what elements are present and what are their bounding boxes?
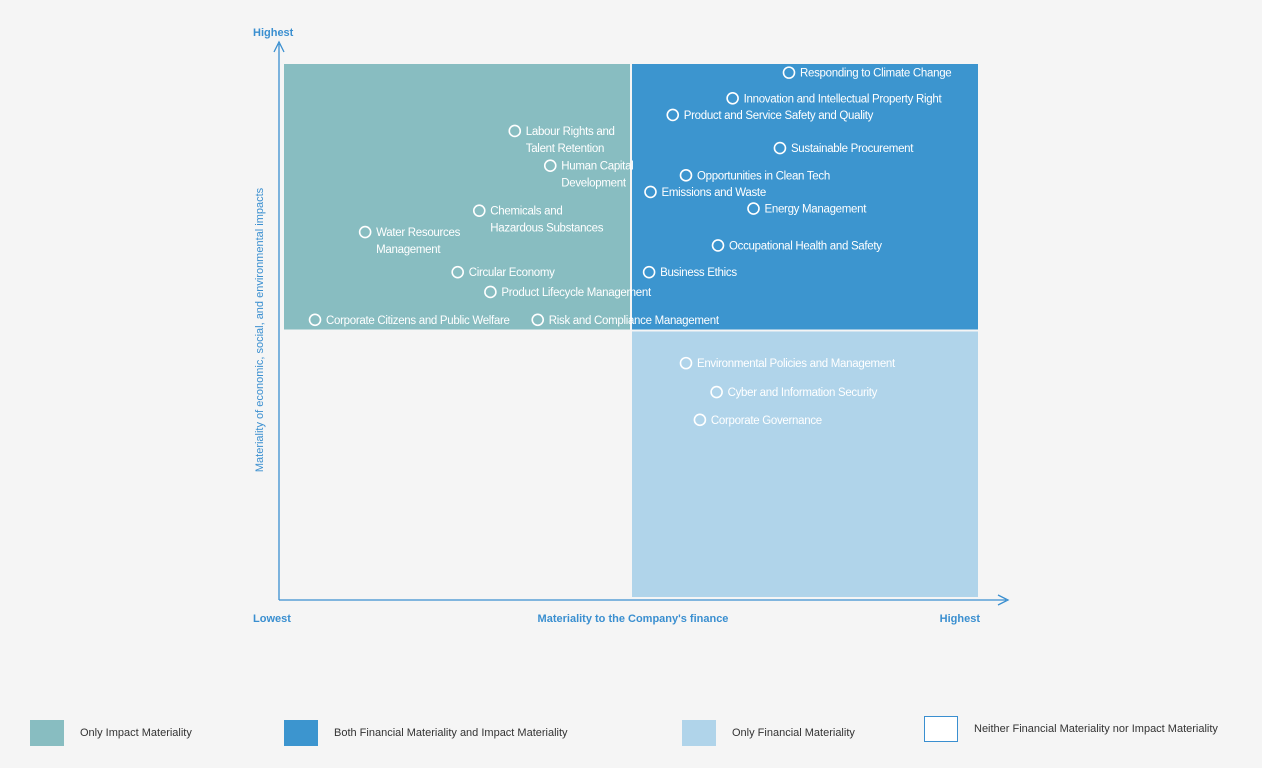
point-marker-7 xyxy=(644,185,657,199)
point-marker-8 xyxy=(747,202,760,215)
point-label-10: Management xyxy=(376,244,441,256)
data-point: Occupational Health and Safety xyxy=(711,239,883,252)
data-point: Responding to Climate Change xyxy=(782,66,952,80)
x-tick-lowest: Lowest xyxy=(253,613,291,625)
point-label-3: Labour Rights and xyxy=(526,126,615,138)
point-marker-11 xyxy=(711,239,725,252)
data-point: Business Ethics xyxy=(642,265,738,279)
y-axis-arrow-icon xyxy=(273,40,285,53)
point-label-1: Innovation and Intellectual Property Rig… xyxy=(744,93,943,105)
legend-item-both: Both Financial Materiality and Impact Ma… xyxy=(284,720,568,746)
data-point: Sustainable Procurement xyxy=(773,141,915,155)
legend-item-impact: Only Impact Materiality xyxy=(30,720,192,746)
point-label-7: Emissions and Waste xyxy=(661,187,765,199)
point-label-17: Environmental Policies and Management xyxy=(697,358,896,370)
point-label-16: Risk and Compliance Management xyxy=(549,315,720,327)
point-marker-19 xyxy=(693,413,707,427)
point-label-12: Circular Economy xyxy=(469,267,555,279)
point-label-0: Responding to Climate Change xyxy=(800,68,951,80)
point-label-3: Talent Retention xyxy=(526,143,604,155)
point-label-2: Product and Service Safety and Quality xyxy=(684,110,874,122)
y-axis-label: Materiality of economic, social, and env… xyxy=(254,187,266,472)
point-marker-13 xyxy=(642,265,656,279)
point-label-4: Sustainable Procurement xyxy=(791,143,914,155)
point-marker-1 xyxy=(726,92,739,105)
legend-label: Only Impact Materiality xyxy=(80,727,192,739)
point-label-8: Energy Management xyxy=(764,204,867,216)
legend: Only Impact Materiality Both Financial M… xyxy=(0,712,1262,756)
axes: Highest Lowest Highest Materiality to th… xyxy=(253,27,1010,625)
point-marker-3 xyxy=(508,124,522,138)
point-marker-10 xyxy=(358,225,372,239)
data-point: Product Lifecycle Management xyxy=(484,285,652,299)
legend-label: Both Financial Materiality and Impact Ma… xyxy=(334,727,568,739)
point-marker-2 xyxy=(666,108,680,122)
point-marker-5 xyxy=(543,159,557,173)
quadrant-3 xyxy=(284,332,630,598)
legend-label: Only Financial Materiality xyxy=(732,727,855,739)
data-point: Risk and Compliance Management xyxy=(531,313,720,327)
point-label-5: Development xyxy=(561,178,627,190)
point-label-15: Corporate Citizens and Public Welfare xyxy=(326,315,510,327)
point-label-6: Opportunities in Clean Tech xyxy=(697,170,830,182)
x-axis-label: Materiality to the Company's finance xyxy=(538,613,729,625)
point-label-11: Occupational Health and Safety xyxy=(729,240,882,252)
data-point: Product and Service Safety and Quality xyxy=(666,108,874,122)
data-point: Circular Economy xyxy=(451,265,555,279)
x-tick-highest: Highest xyxy=(940,613,981,625)
point-marker-18 xyxy=(710,385,723,399)
point-label-9: Hazardous Substances xyxy=(490,223,603,235)
data-point: Corporate Citizens and Public Welfare xyxy=(308,313,510,327)
legend-swatch xyxy=(924,716,958,742)
point-marker-12 xyxy=(451,265,464,279)
data-point: Energy Management xyxy=(747,202,868,216)
point-label-14: Product Lifecycle Management xyxy=(501,287,652,299)
quadrant-2 xyxy=(632,331,978,597)
point-marker-14 xyxy=(484,285,497,299)
data-point: Environmental Policies and Management xyxy=(679,356,896,370)
point-marker-9 xyxy=(472,204,486,217)
data-point: Opportunities in Clean Tech xyxy=(679,169,830,182)
point-label-5: Human Capital xyxy=(561,161,633,173)
point-label-9: Chemicals and xyxy=(490,206,562,218)
legend-item-financial: Only Financial Materiality xyxy=(682,720,855,746)
data-point: Cyber and Information Security xyxy=(710,385,878,399)
point-marker-16 xyxy=(531,313,545,327)
data-point: Emissions and Waste xyxy=(644,185,766,199)
materiality-chart: Highest Lowest Highest Materiality to th… xyxy=(253,27,1010,625)
legend-swatch xyxy=(682,720,716,746)
legend-swatch xyxy=(284,720,318,746)
point-marker-6 xyxy=(679,169,693,182)
point-label-18: Cyber and Information Security xyxy=(728,387,878,399)
point-marker-4 xyxy=(773,141,787,155)
x-axis-arrow-icon xyxy=(997,594,1010,606)
point-marker-0 xyxy=(782,66,796,79)
point-label-13: Business Ethics xyxy=(660,267,737,279)
data-point: Corporate Governance xyxy=(693,413,822,427)
point-label-10: Water Resources xyxy=(376,227,460,239)
data-point: Innovation and Intellectual Property Rig… xyxy=(726,92,943,105)
legend-item-neither: Neither Financial Materiality nor Impact… xyxy=(924,716,1224,742)
legend-swatch xyxy=(30,720,64,746)
y-tick-highest: Highest xyxy=(253,27,294,39)
quadrant-0 xyxy=(284,64,630,330)
legend-label: Neither Financial Materiality nor Impact… xyxy=(974,723,1218,735)
quadrant-layer xyxy=(284,64,978,597)
quadrant-1 xyxy=(632,64,978,330)
point-marker-15 xyxy=(308,313,322,327)
point-marker-17 xyxy=(679,356,693,370)
point-label-19: Corporate Governance xyxy=(711,415,822,427)
